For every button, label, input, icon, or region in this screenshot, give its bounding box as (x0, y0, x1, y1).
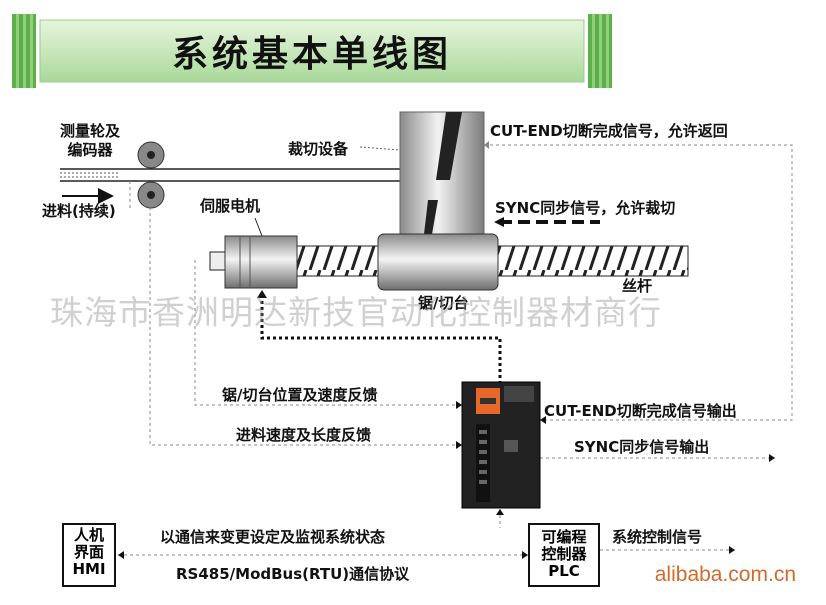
saw-feedback-label: 锯/切台位置及速度反馈 (222, 386, 378, 404)
saw-table-label: 锯/切台 (418, 294, 469, 312)
feed-label: 进料(持续) (42, 202, 116, 220)
hmi-box: 人机 界面 HMI (62, 523, 116, 587)
lead-screw-label: 丝杆 (622, 277, 653, 295)
plc-box: 可编程 控制器 PLC (528, 523, 600, 587)
sync-output-label: SYNC同步信号输出 (574, 438, 710, 456)
servo-motor (224, 235, 298, 289)
site-watermark: alibaba.com.cn (654, 563, 796, 586)
saw-table (377, 233, 499, 291)
cutting-device-label: 裁切设备 (288, 140, 349, 158)
measuring-wheel-label: 测量轮及 编码器 (60, 122, 121, 159)
comm-top-label: 以通信来变更设定及监视系统状态 (160, 528, 386, 546)
sync-allow-cut-label: SYNC同步信号，允许裁切 (495, 199, 676, 217)
page-title: 系统基本单线图 (171, 33, 452, 75)
servo-motor-label: 伺服电机 (200, 197, 261, 215)
servo-drive (461, 381, 541, 509)
title-banner: 系统基本单线图 (12, 12, 612, 90)
watermark-text: 珠海市香洲明达新技官动化控制器材商行 (50, 293, 662, 332)
comm-bottom-label: RS485/ModBus(RTU)通信协议 (176, 565, 410, 583)
system-control-label: 系统控制信号 (612, 528, 703, 546)
feed-feedback-label: 进料速度及长度反馈 (236, 426, 372, 444)
cut-end-allow-return-label: CUT-END切断完成信号，允许返回 (490, 122, 728, 140)
cut-end-output-label: CUT-END切断完成信号输出 (544, 402, 737, 420)
